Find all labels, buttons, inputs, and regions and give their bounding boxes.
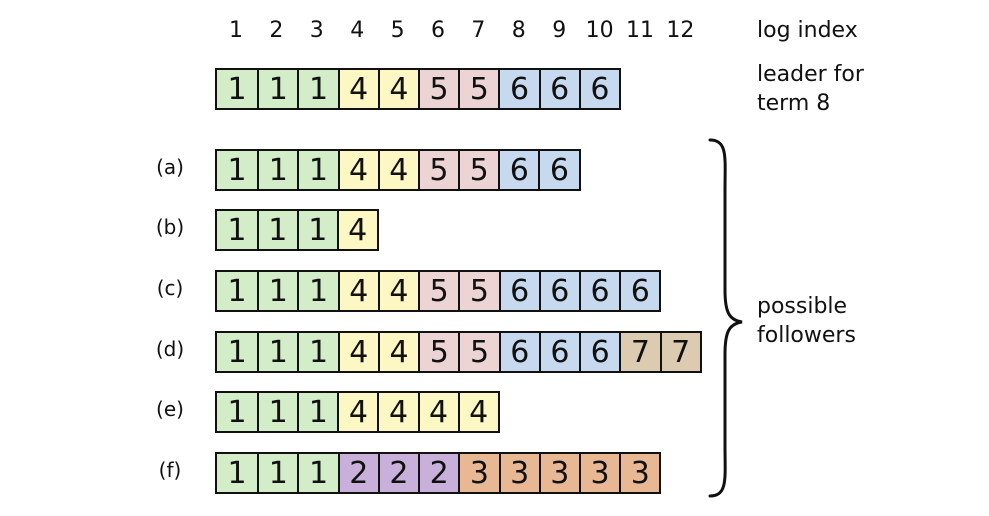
log-entry: 4 (377, 333, 419, 371)
log-entry: 6 (498, 272, 539, 310)
follower-label: (c) (156, 276, 184, 300)
follower-label: (f) (158, 458, 182, 482)
log-entry: 4 (337, 70, 378, 108)
log-entry: 6 (538, 272, 579, 310)
log-entry: 1 (217, 211, 257, 249)
log-entry: 6 (498, 333, 539, 371)
log-index-9: 9 (552, 18, 567, 43)
log-entry: 1 (297, 393, 338, 431)
log-entry: 1 (296, 211, 337, 249)
leader-label-line1: leader for (757, 62, 864, 87)
log-entry: 3 (538, 454, 579, 492)
log-entry: 2 (418, 454, 459, 492)
log-entry: 4 (377, 151, 418, 189)
log-entry: 6 (538, 151, 579, 189)
log-entry: 6 (578, 272, 620, 310)
log-entry: 4 (337, 151, 378, 189)
log-index-11: 11 (626, 18, 654, 43)
log-entry: 1 (257, 272, 298, 310)
log-entry: 5 (458, 151, 499, 189)
log-entry: 5 (418, 70, 459, 108)
log-entry: 2 (377, 454, 419, 492)
log-entry: 2 (337, 454, 378, 492)
log-index-12: 12 (666, 18, 695, 43)
log-entry: 1 (217, 70, 258, 108)
log-index-1: 1 (229, 18, 243, 43)
log-entry: 1 (257, 393, 298, 431)
log-entry: 4 (377, 272, 419, 310)
log-entry: 4 (377, 70, 418, 108)
log-entry: 7 (659, 333, 700, 371)
log-entry: 4 (336, 211, 377, 249)
log-entry: 3 (578, 454, 620, 492)
log-entry: 6 (579, 333, 620, 371)
log-entry: 6 (498, 70, 539, 108)
log-entry: 1 (217, 454, 258, 492)
log-entry: 6 (578, 70, 620, 108)
possible-followers-line2: followers (757, 323, 856, 348)
log-index-6: 6 (431, 18, 445, 43)
log-entry: 5 (458, 70, 499, 108)
log-entry: 4 (337, 333, 378, 371)
log-entry: 1 (217, 151, 258, 189)
log-entry: 1 (257, 333, 298, 371)
log-index-2: 2 (269, 18, 284, 43)
log-entry: 4 (457, 393, 498, 431)
log-entry: 1 (297, 272, 338, 310)
log-entry: 4 (337, 393, 378, 431)
log-index-8: 8 (511, 18, 526, 43)
log-entry: 5 (458, 272, 499, 310)
log-entry: 4 (337, 272, 378, 310)
log-entry: 1 (297, 70, 338, 108)
log-entry: 1 (217, 272, 258, 310)
log-entry: 4 (377, 393, 418, 431)
log-index-label: log index (757, 18, 858, 43)
log-index-10: 10 (585, 18, 614, 43)
log-entry: 6 (538, 70, 579, 108)
log-entry: 1 (297, 454, 338, 492)
log-entry: 1 (256, 211, 297, 249)
follower-label: (a) (156, 155, 184, 179)
follower-label: (e) (156, 397, 184, 421)
log-entry: 6 (619, 272, 660, 310)
log-entry: 5 (418, 333, 459, 371)
log-entry: 1 (217, 393, 258, 431)
log-entry: 3 (458, 454, 499, 492)
follower-label: (d) (155, 337, 185, 361)
log-index-7: 7 (471, 18, 486, 43)
log-entry: 4 (417, 393, 458, 431)
log-entry: 6 (538, 333, 580, 371)
leader-label-line2: term 8 (757, 91, 831, 116)
log-entry: 1 (257, 454, 298, 492)
log-entry: 1 (297, 151, 338, 189)
log-entry: 3 (498, 454, 539, 492)
log-entry: 1 (297, 333, 338, 371)
log-entry: 1 (257, 151, 298, 189)
log-entry: 1 (257, 70, 298, 108)
log-entry: 6 (498, 151, 539, 189)
log-entry: 3 (619, 454, 660, 492)
log-entry: 1 (217, 333, 258, 371)
log-index-3: 3 (309, 18, 324, 43)
follower-label: (b) (155, 215, 185, 239)
curly-brace-icon (708, 138, 743, 498)
log-index-5: 5 (390, 18, 405, 43)
log-entry: 5 (418, 272, 459, 310)
log-index-4: 4 (350, 18, 365, 43)
log-entry: 5 (417, 151, 459, 189)
log-entry: 5 (458, 333, 499, 371)
possible-followers-line1: possible (757, 294, 848, 319)
log-entry: 7 (619, 333, 660, 371)
